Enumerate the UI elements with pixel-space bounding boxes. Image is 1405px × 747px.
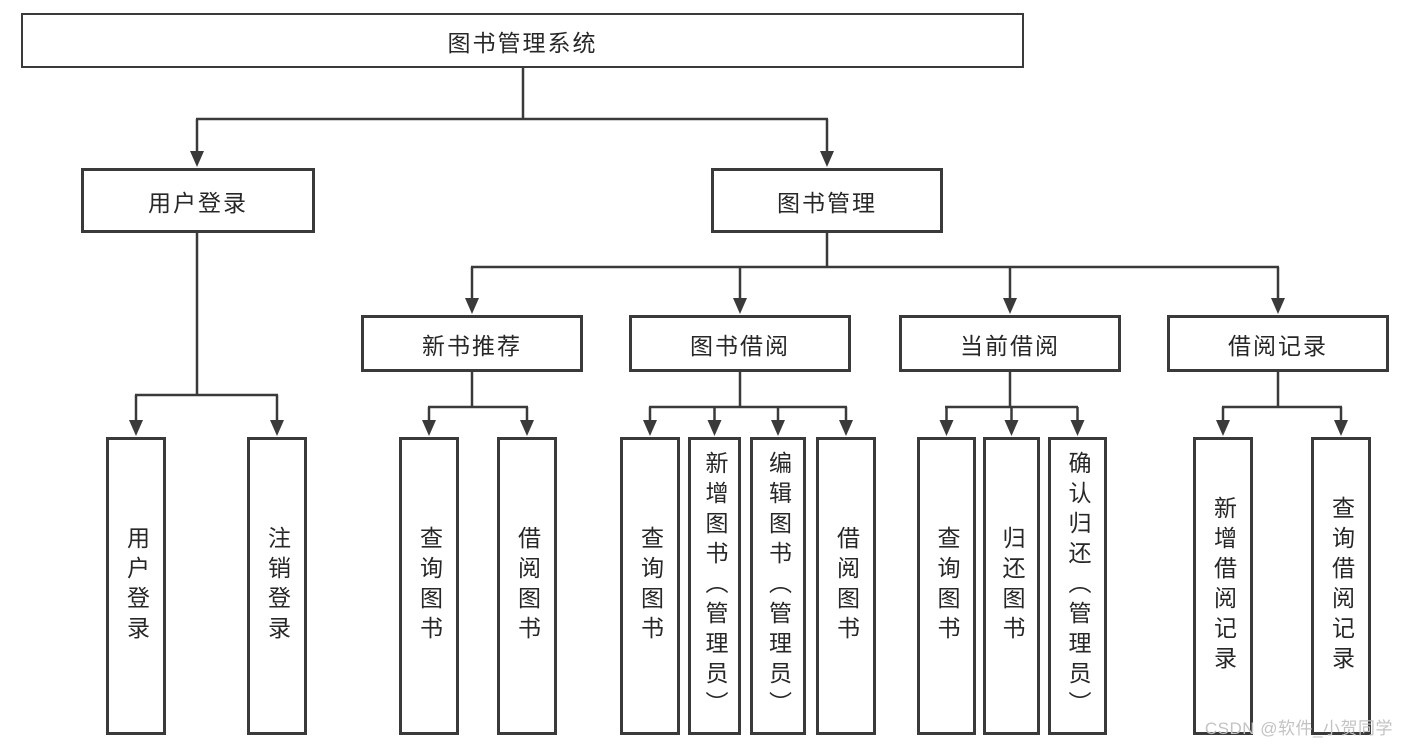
- arrow-down-icon: [707, 420, 722, 436]
- arrowheads-user-login: [129, 420, 284, 436]
- node-book-management: 图书管理: [711, 168, 943, 233]
- leaf-query-borrow-record: 查询借阅记录: [1311, 437, 1371, 735]
- leaf-edit-books-admin: 编辑图书（管理员）: [750, 437, 806, 735]
- connector-current-borrowing: [945, 371, 1079, 422]
- arrow-down-icon: [270, 420, 284, 436]
- leaf-query-books-borrowing: 查询图书: [620, 437, 680, 735]
- arrow-down-icon: [190, 151, 204, 167]
- leaf-add-borrow-record: 新增借阅记录: [1193, 437, 1253, 735]
- arrowheads-current-borrowing: [939, 420, 1085, 436]
- leaf-borrow-books-recommend: 借阅图书: [497, 437, 557, 735]
- arrow-down-icon: [1334, 420, 1348, 436]
- node-user-login: 用户登录: [81, 168, 315, 233]
- arrow-down-icon: [1216, 420, 1230, 436]
- arrowheads-mid: [465, 298, 1285, 314]
- leaf-user-login: 用户登录: [106, 437, 166, 735]
- leaf-confirm-return-admin: 确认归还（管理员）: [1048, 437, 1107, 735]
- arrow-down-icon: [939, 420, 954, 436]
- leaf-logout-login: 注销登录: [247, 437, 307, 735]
- arrow-down-icon: [520, 420, 534, 436]
- arrow-down-icon: [839, 420, 853, 436]
- leaf-query-books-current: 查询图书: [917, 437, 976, 735]
- connector-book-mgmt-to-mid: [470, 232, 1280, 300]
- connector-user-login-to-leaves: [134, 232, 279, 422]
- arrow-down-icon: [465, 298, 479, 314]
- leaf-add-books-admin: 新增图书（管理员）: [688, 437, 741, 735]
- arrow-down-icon: [771, 420, 785, 436]
- node-borrowing-records: 借阅记录: [1167, 315, 1389, 372]
- arrowheads-book-borrowing: [643, 420, 853, 436]
- node-book-borrowing: 图书借阅: [629, 315, 851, 372]
- node-new-book-recommend: 新书推荐: [361, 315, 583, 372]
- arrow-down-icon: [422, 420, 436, 436]
- arrow-down-icon: [1004, 420, 1019, 436]
- connector-root-to-level2: [195, 67, 829, 152]
- connector-borrowing-records: [1221, 371, 1343, 422]
- arrow-down-icon: [129, 420, 143, 436]
- arrow-down-icon: [643, 420, 657, 436]
- leaf-return-books: 归还图书: [983, 437, 1040, 735]
- arrow-down-icon: [733, 298, 747, 314]
- arrow-down-icon: [1070, 420, 1085, 436]
- arrow-down-icon: [1271, 298, 1285, 314]
- arrow-down-icon: [1003, 298, 1017, 314]
- connector-new-book-rec: [427, 371, 529, 422]
- arrowheads-borrowing-records: [1216, 420, 1348, 436]
- arrowheads-new-book-rec: [422, 420, 534, 436]
- arrow-down-icon: [820, 151, 834, 167]
- leaf-query-books-recommend: 查询图书: [399, 437, 459, 735]
- connector-book-borrowing: [648, 371, 848, 422]
- node-current-borrowing: 当前借阅: [899, 315, 1121, 372]
- arrowheads-level2: [190, 151, 834, 167]
- leaf-borrow-books: 借阅图书: [816, 437, 876, 735]
- csdn-watermark: CSDN @软件_小贺同学: [1204, 719, 1393, 738]
- node-library-management-system: 图书管理系统: [21, 13, 1024, 68]
